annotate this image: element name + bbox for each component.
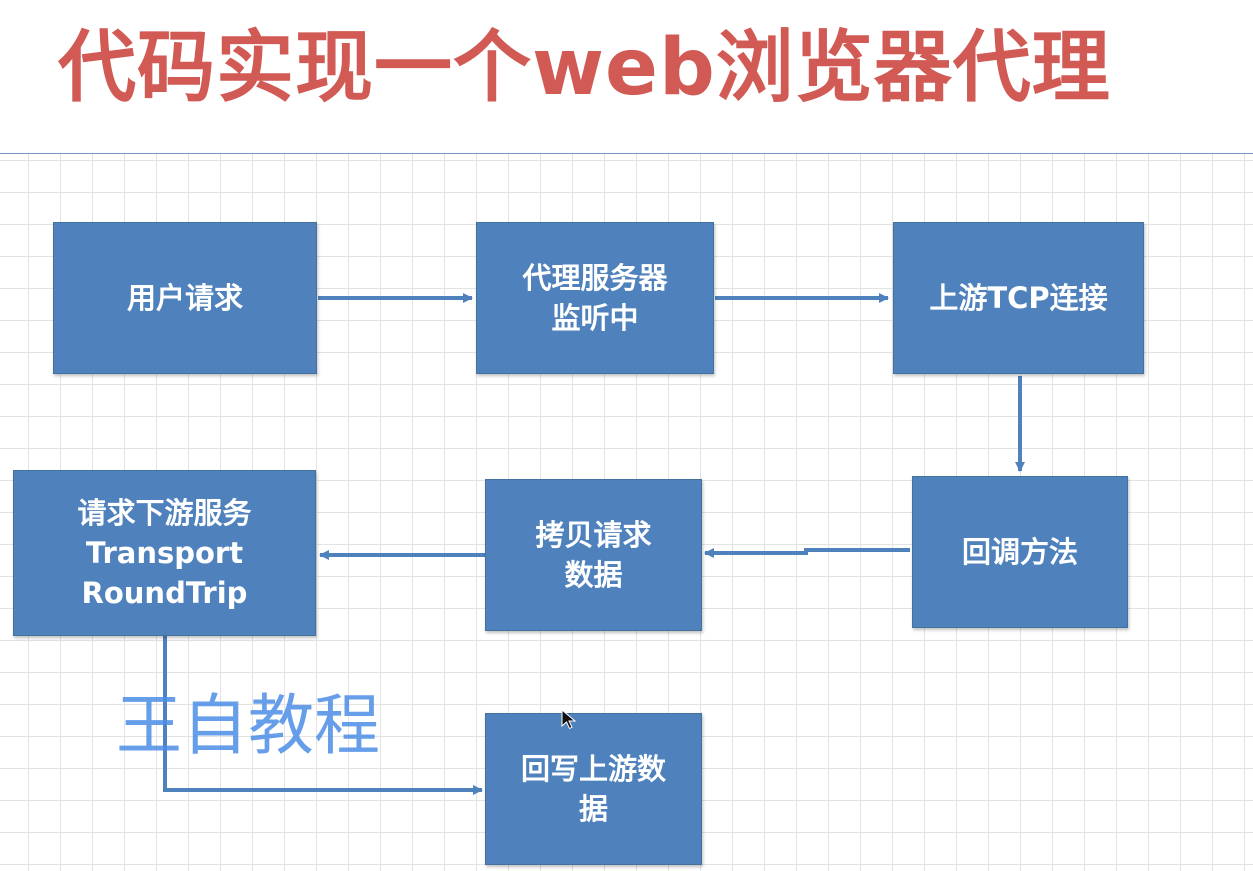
node-request-downstream: 请求下游服务 Transport RoundTrip [13, 470, 316, 636]
flowchart: 用户请求 代理服务器 监听中 上游TCP连接 回调方法 拷贝请求 数据 请求下游… [0, 153, 1253, 871]
node-label: 回调方法 [961, 535, 1078, 569]
node-label: 代理服务器 监听中 [522, 261, 668, 335]
node-label: 上游TCP连接 [929, 281, 1108, 315]
node-label: 回写上游数 据 [520, 752, 666, 826]
node-copy-request: 拷贝请求 数据 [485, 479, 702, 631]
node-callback: 回调方法 [912, 476, 1128, 628]
edge-downstream-to-write [163, 636, 483, 795]
node-write-upstream: 回写上游数 据 [485, 713, 702, 865]
mouse-pointer-icon [561, 708, 577, 730]
slide-title: 代码实现一个web浏览器代理 [58, 23, 1111, 113]
node-user-request: 用户请求 [53, 222, 317, 374]
node-label: 拷贝请求 数据 [535, 518, 652, 592]
node-proxy-listening: 代理服务器 监听中 [476, 222, 714, 374]
node-label: 请求下游服务 Transport RoundTrip [77, 496, 252, 610]
node-label: 用户请求 [126, 281, 243, 315]
node-upstream-tcp: 上游TCP连接 [893, 222, 1144, 374]
watermark-text: 王自教程 [116, 687, 380, 764]
edge-callback-to-copy [704, 548, 910, 558]
flowchart-edges [163, 293, 1025, 795]
